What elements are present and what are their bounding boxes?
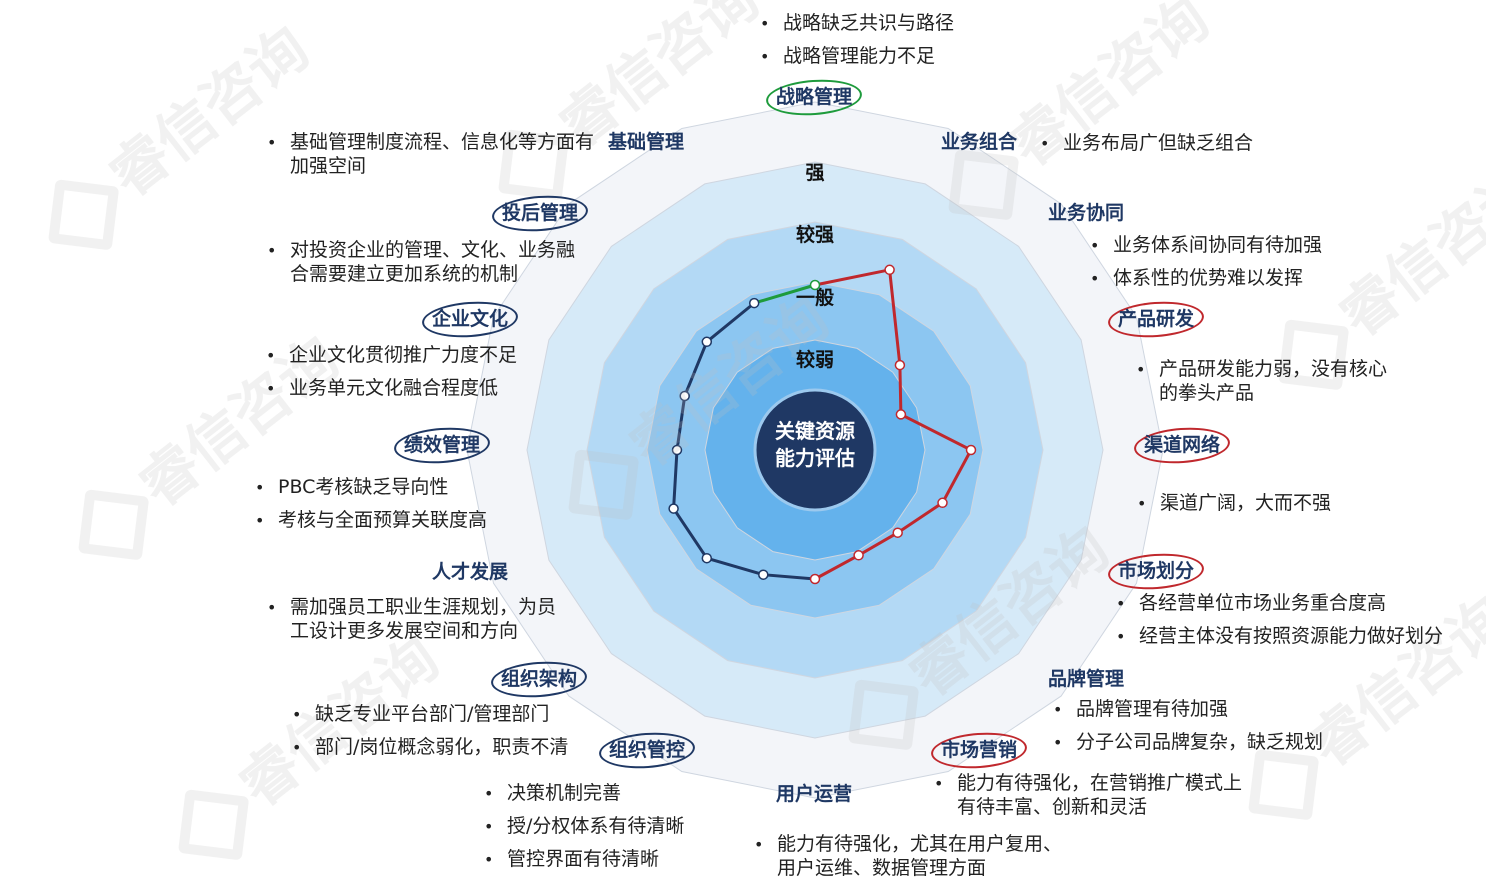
dimension-business-portfolio: 业务组合 bbox=[941, 131, 1018, 153]
note-item: 考核与全面预算关联度高 bbox=[255, 509, 515, 533]
level-label-fairly-strong: 较强 bbox=[795, 224, 835, 246]
note-item: 授/分权体系有待清晰 bbox=[484, 815, 724, 839]
radar-score-point-10 bbox=[701, 552, 713, 564]
note-item: 部门/岗位概念弱化，职责不清 bbox=[292, 736, 602, 760]
dimension-marketing: 市场营销 bbox=[941, 739, 1018, 761]
dimension-brand-management: 品牌管理 bbox=[1048, 668, 1125, 690]
notes-market-division: 各经营单位市场业务重合度高 经营主体没有按照资源能力做好划分 bbox=[1116, 592, 1476, 658]
center-title: 关键资源 能力评估 bbox=[755, 418, 875, 472]
radar-score-point-1 bbox=[884, 264, 895, 276]
dimension-strategy-management: 战略管理 bbox=[776, 86, 853, 108]
radar-score-point-13 bbox=[679, 390, 690, 402]
dimension-corporate-culture: 企业文化 bbox=[432, 308, 509, 330]
center-title-line-1: 关键资源 bbox=[775, 419, 855, 443]
dimension-basic-management: 基础管理 bbox=[608, 131, 685, 153]
radar-score-point-11 bbox=[668, 503, 679, 514]
notes-performance-management: PBC考核缺乏导向性 考核与全面预算关联度高 bbox=[255, 476, 515, 542]
notes-basic-management: 基础管理制度流程、信息化等方面有加强空间 bbox=[267, 131, 597, 188]
note-item: 战略缺乏共识与路径 bbox=[760, 12, 1020, 36]
level-label-weak: 较弱 bbox=[795, 349, 835, 371]
note-item: 产品研发能力弱，没有核心的拳头产品 bbox=[1136, 358, 1396, 406]
dimension-channel-network: 渠道网络 bbox=[1144, 434, 1221, 456]
radar-score-point-9 bbox=[758, 569, 769, 580]
note-item: PBC考核缺乏导向性 bbox=[255, 476, 515, 500]
notes-talent-development: 需加强员工职业生涯规划，为员工设计更多发展空间和方向 bbox=[267, 596, 557, 653]
note-item: 能力有待强化，在营销推广模式上有待丰富、创新和灵活 bbox=[934, 772, 1244, 820]
note-item: 企业文化贯彻推广力度不足 bbox=[266, 344, 556, 368]
note-item: 品牌管理有待加强 bbox=[1053, 698, 1373, 722]
radar-score-point-2 bbox=[894, 359, 906, 371]
radar-score-point-6 bbox=[892, 527, 903, 538]
notes-business-portfolio: 业务布局广但缺乏组合 bbox=[1040, 132, 1340, 165]
note-item: 管控界面有待清晰 bbox=[484, 848, 724, 872]
notes-marketing: 能力有待强化，在营销推广模式上有待丰富、创新和灵活 bbox=[934, 772, 1244, 829]
note-item: 需加强员工职业生涯规划，为员工设计更多发展空间和方向 bbox=[267, 596, 557, 644]
level-label-average: 一般 bbox=[795, 287, 835, 309]
center-title-line-2: 能力评估 bbox=[775, 446, 855, 470]
dimension-organization-control: 组织管控 bbox=[609, 739, 686, 761]
note-item: 各经营单位市场业务重合度高 bbox=[1116, 592, 1476, 616]
note-item: 经营主体没有按照资源能力做好划分 bbox=[1116, 625, 1476, 649]
dimension-post-investment-management: 投后管理 bbox=[502, 202, 579, 224]
note-item: 业务体系间协同有待加强 bbox=[1090, 234, 1390, 258]
note-item: 战略管理能力不足 bbox=[760, 45, 1020, 69]
dimension-talent-development: 人才发展 bbox=[432, 561, 509, 583]
note-item: 缺乏专业平台部门/管理部门 bbox=[292, 703, 602, 727]
notes-product-rd: 产品研发能力弱，没有核心的拳头产品 bbox=[1136, 358, 1396, 415]
radar-score-point-3 bbox=[895, 409, 907, 420]
notes-strategy-management: 战略缺乏共识与路径 战略管理能力不足 bbox=[760, 12, 1020, 78]
notes-post-investment-management: 对投资企业的管理、文化、业务融合需要建立更加系统的机制 bbox=[267, 239, 577, 296]
notes-business-synergy: 业务体系间协同有待加强 体系性的优势难以发挥 bbox=[1090, 234, 1390, 300]
note-item: 业务单元文化融合程度低 bbox=[266, 377, 556, 401]
dimension-user-operation: 用户运营 bbox=[776, 783, 853, 805]
radar-score-line-3 bbox=[672, 301, 816, 581]
radar-score-point-0 bbox=[809, 279, 821, 291]
note-item: 渠道广阔，大而不强 bbox=[1137, 492, 1417, 516]
note-item: 基础管理制度流程、信息化等方面有加强空间 bbox=[267, 131, 597, 179]
dimension-business-synergy: 业务协同 bbox=[1048, 202, 1125, 224]
note-item: 业务布局广但缺乏组合 bbox=[1040, 132, 1340, 156]
dimension-market-division: 市场划分 bbox=[1118, 560, 1195, 582]
note-item: 对投资企业的管理、文化、业务融合需要建立更加系统的机制 bbox=[267, 239, 577, 287]
notes-user-operation: 能力有待强化，尤其在用户复用、用户运维、数据管理方面 bbox=[754, 833, 1074, 890]
dimension-organization-structure: 组织架构 bbox=[501, 668, 578, 690]
note-item: 体系性的优势难以发挥 bbox=[1090, 267, 1390, 291]
notes-brand-management: 品牌管理有待加强 分子公司品牌复杂，缺乏规划 bbox=[1053, 698, 1373, 764]
radar-score-point-14 bbox=[701, 336, 713, 348]
radar-score-point-4 bbox=[965, 444, 977, 456]
radar-score-point-15 bbox=[748, 297, 760, 309]
notes-channel-network: 渠道广阔，大而不强 bbox=[1137, 492, 1417, 525]
note-item: 能力有待强化，尤其在用户复用、用户运维、数据管理方面 bbox=[754, 833, 1074, 881]
note-item: 决策机制完善 bbox=[484, 782, 724, 806]
notes-organization-structure: 缺乏专业平台部门/管理部门 部门/岗位概念弱化，职责不清 bbox=[292, 703, 602, 769]
notes-organization-control: 决策机制完善 授/分权体系有待清晰 管控界面有待清晰 bbox=[484, 782, 724, 880]
notes-corporate-culture: 企业文化贯彻推广力度不足 业务单元文化融合程度低 bbox=[266, 344, 556, 410]
radar-center-disc bbox=[753, 388, 877, 512]
radar-score-point-8 bbox=[809, 573, 821, 585]
dimension-product-rd: 产品研发 bbox=[1118, 308, 1195, 330]
radar-score-point-5 bbox=[937, 497, 948, 509]
note-item: 分子公司品牌复杂，缺乏规划 bbox=[1053, 731, 1373, 755]
radar-score-point-12 bbox=[671, 444, 683, 456]
dimension-performance-management: 绩效管理 bbox=[404, 434, 481, 456]
radar-score-line-1 bbox=[753, 283, 816, 305]
level-label-strong: 强 bbox=[805, 162, 825, 184]
radar-score-point-7 bbox=[853, 550, 864, 561]
